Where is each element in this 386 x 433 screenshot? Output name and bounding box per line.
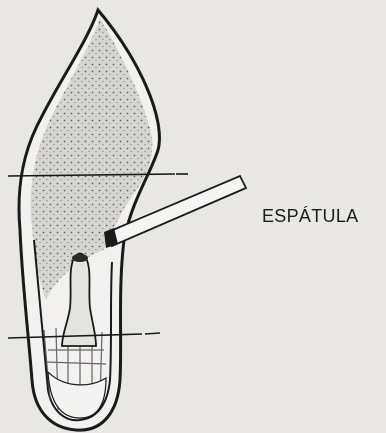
reference-line-lower-dash	[145, 333, 160, 334]
shank-top	[72, 254, 88, 262]
spatula-label: ESPÁTULA	[262, 206, 358, 227]
